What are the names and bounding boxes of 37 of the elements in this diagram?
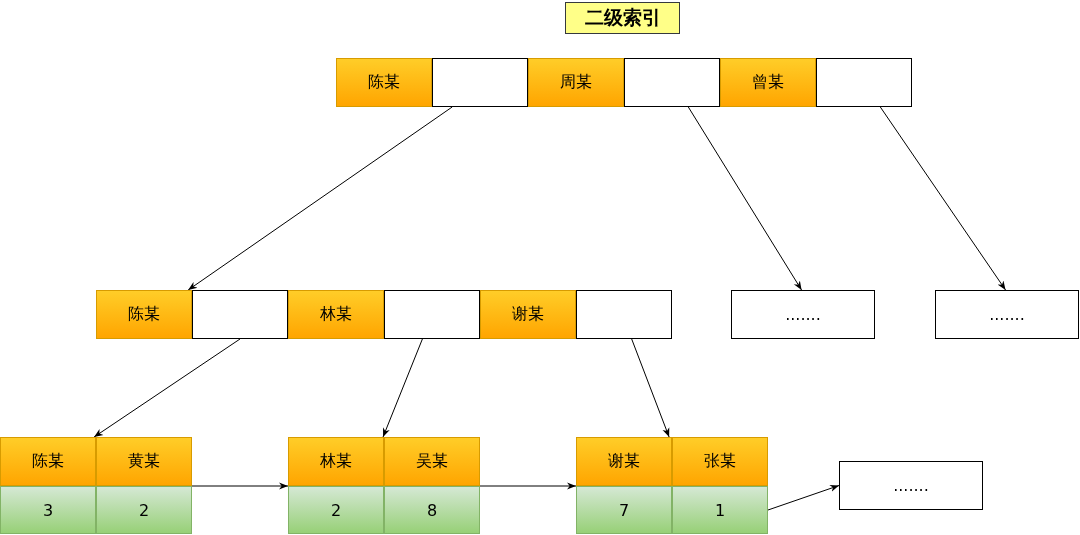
ellipsis-box: ....... xyxy=(839,461,983,510)
arrow xyxy=(479,482,577,490)
key-cell: 黄某 xyxy=(96,437,192,486)
ellipsis-box: ....... xyxy=(935,290,1079,339)
key-cell: 陈某 xyxy=(336,58,432,107)
pointer-box xyxy=(816,58,912,107)
key-cell: 谢某 xyxy=(576,437,672,486)
key-cell: 陈某 xyxy=(0,437,96,486)
arrow xyxy=(879,106,1007,291)
value-cell: 8 xyxy=(384,486,480,534)
arrow xyxy=(687,106,803,291)
pointer-box xyxy=(384,290,480,339)
value-cell: 1 xyxy=(672,486,768,534)
key-cell: 曾某 xyxy=(720,58,816,107)
value-cell: 7 xyxy=(576,486,672,534)
ellipsis-box: ....... xyxy=(731,290,875,339)
key-cell: 林某 xyxy=(288,437,384,486)
pointer-box xyxy=(624,58,720,107)
value-cell: 3 xyxy=(0,486,96,534)
arrow xyxy=(187,106,453,291)
arrow xyxy=(631,338,670,438)
key-cell: 林某 xyxy=(288,290,384,339)
arrow xyxy=(382,338,423,438)
key-cell: 陈某 xyxy=(96,290,192,339)
key-cell: 周某 xyxy=(528,58,624,107)
value-cell: 2 xyxy=(96,486,192,534)
key-cell: 张某 xyxy=(672,437,768,486)
pointer-box xyxy=(576,290,672,339)
pointer-box xyxy=(432,58,528,107)
value-cell: 2 xyxy=(288,486,384,534)
arrow xyxy=(191,482,289,490)
pointer-box xyxy=(192,290,288,339)
key-cell: 谢某 xyxy=(480,290,576,339)
key-cell: 吴某 xyxy=(384,437,480,486)
arrow xyxy=(767,485,840,511)
title-label: 二级索引 xyxy=(565,2,680,34)
arrow xyxy=(93,338,241,438)
